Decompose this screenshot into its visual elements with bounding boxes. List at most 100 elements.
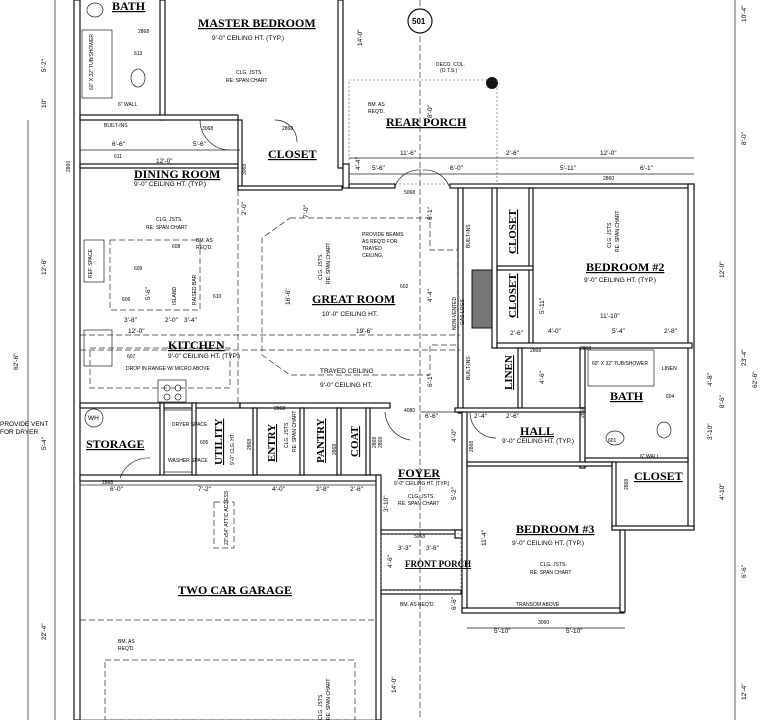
door-code: 2868 [138,29,149,35]
door-swing-7 [384,411,411,441]
room-label-entry: ENTRY [266,424,278,462]
entry-top-wall [239,402,391,409]
dimension: 7'-2" [198,486,212,493]
note-dining-ceiling: 9'-0" CEILING HT. (TYP.) [134,181,206,188]
note-trayed-ceiling: TRAYED CEILING [320,368,374,375]
porch-corner-wall [342,163,350,189]
fixture-tags: 613 611 610 609 608 606 607 605 602 604 … [114,51,675,446]
note-non-vented: NON-VENTED [452,297,458,330]
closet-bottom-wall [237,185,343,191]
dimension: 5'-4" [41,436,48,450]
room-label-storage: STORAGE [86,437,144,451]
dimension: 2'-8" [664,328,678,335]
dimension: 12'-6" [41,258,48,275]
note-b3-ceiling: 9'-0" CEILING HT. (TYP.) [512,540,584,547]
dimension: 4'-8" [707,372,714,386]
note-kitchen-ceiling: 9'-0" CEILING HT. (TYP.) [168,353,240,360]
closet-b2-divider [496,265,534,271]
fireplace [471,269,493,329]
door-swing-1 [199,119,231,151]
dimension: 23'-4" [741,349,748,366]
note-b2-clg: CLG. JSTS. [607,221,613,248]
dimension: 12'-0" [128,328,145,335]
note-provide-vent: PROVIDE VENT [0,421,48,428]
room-label-closet-right: CLOSET [634,469,683,483]
tag: 613 [134,51,143,57]
room-label-rear-porch: REAR PORCH [386,115,467,129]
dimension: 4'-0" [272,486,286,493]
note-foyer-span: RE: SPAN CHART [398,501,440,507]
note-built-ins-v2: BUILT-INS [466,356,472,380]
dimension: 8'-0" [427,104,434,118]
room-label-front-porch-1: FRONT PORCH [405,559,471,569]
dimension: 5'-11" [539,297,546,314]
door-code: 2868 [469,441,475,452]
note-ref-space: REF. SPACE [88,249,94,278]
dimension: 8'-6" [719,394,726,408]
coat-left-wall [336,407,342,476]
dimension: 11'-6" [400,150,417,157]
room-label-utility: UTILITY [213,418,225,465]
dimension: 2'-4" [474,413,488,420]
bedroom3-right-wall [619,529,626,613]
dimension: 62'-6" [752,371,759,388]
closet-right-left-wall [611,461,617,531]
dimension: 12'-0" [719,261,726,278]
dimensions: 10'-4" 14'-0" 8'-0" 5'-2" 10" 6'-6" 5'-6… [13,5,759,700]
toilet-top [130,68,146,88]
garage-outline [79,480,377,720]
room-label-closet-top: CLOSET [268,147,317,161]
note-wh: WH [88,415,99,422]
note-ceiling-ht9: 9'-0" CEILING HT. [320,382,373,389]
section-marker: 501 [407,8,433,34]
storage-right-wall [159,402,165,479]
tag: 606 [122,297,131,303]
note-for-dryer: FOR DRYER [0,429,38,436]
dimension: 5'-10" [494,628,511,635]
tag: 611 [114,154,122,160]
door-code: 2868 [372,437,378,448]
room-labels: BATH MASTER BEDROOM REAR PORCH CLOSET DI… [86,0,683,597]
bedroom3-top-wall [466,461,613,467]
dimension: 16'-6" [285,288,292,305]
note-dining-span: RE: SPAN CHART [146,225,188,231]
dimension: 12'-4" [741,683,748,700]
dimension: 22'-4" [41,623,48,640]
dimension: 6'-0" [110,486,124,493]
note-reqd-dining: REQ'D. [196,245,213,251]
sink-right [605,430,625,446]
note-great-span: RE: SPAN CHART [326,243,332,285]
note-foyer-clg: CLG. JSTS. [408,494,435,500]
door-code: 2868 [247,439,253,450]
note-great-clg: CLG. JSTS. [318,253,324,280]
burner-1 [163,384,171,392]
room-label-foyer: FOYER [398,466,440,480]
walls [73,0,695,720]
closet-left-wall [237,119,243,191]
note-provide-beams: PROVIDE BEAMS [362,232,404,238]
laundry-space [163,409,193,473]
water-heater [84,408,104,428]
note-drop-in: DROP IN RANGE W/ MICRO ABOVE [126,366,210,372]
room-label-bath-right: BATH [610,389,644,403]
garage-top-wall [79,474,381,482]
dimension: 2'-6" [506,413,520,420]
door-code: 2868 [378,437,384,448]
dimension: 6'-6" [112,141,126,148]
dimension: 3'-4" [184,317,198,324]
note-washer-space: WASHER SPACE [168,458,208,464]
note-tub-top: 60" X 32" TUB/SHOWER [89,34,95,90]
great-room-top-wall-a [348,183,396,189]
dimension: 10'-4" [741,5,748,22]
note-b3-span: RE: SPAN CHART [530,570,572,576]
attic-access [213,501,235,549]
note-as-reqd-for: AS REQ'D FOR [362,239,398,245]
dimension: 3'-10" [707,423,714,440]
range [157,379,187,403]
note-built-ins-v1: BUILT-INS [466,224,472,248]
note-deco-col: DECO. COL. [436,62,465,68]
door-code: 5068 [404,190,415,196]
note-hall-ceiling: 9'-0" CEILING HT. (TYP.) [502,438,574,445]
dimension: 5'-11" [560,165,577,172]
